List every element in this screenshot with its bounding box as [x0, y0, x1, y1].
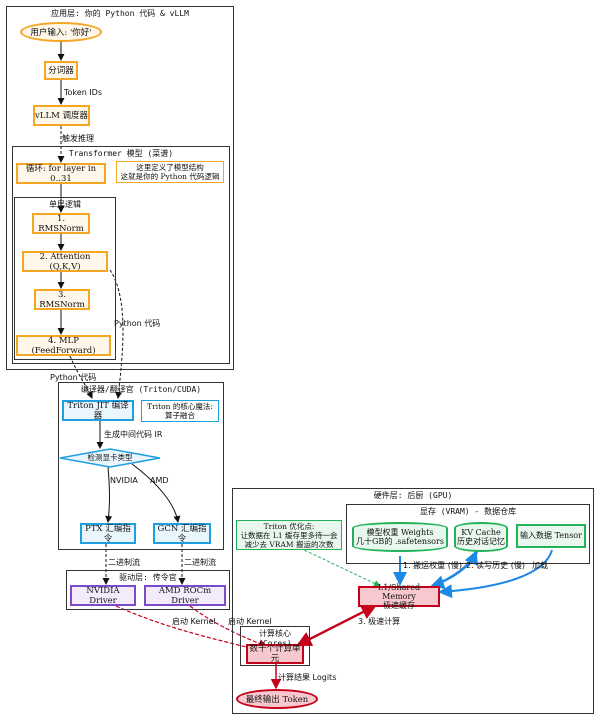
cluster-app-title: 应用层: 你的 Python 代码 & vLLM — [51, 9, 189, 18]
edge-label-move-weights: 1. 搬运权重 (慢) — [403, 561, 462, 570]
edge-label-rw-history: 2. 读写历史 (慢) — [466, 561, 525, 570]
triton-opt-note: Triton 优化点: 让数据在 L1 缓存里多待一会 减少去 VRAM 搬运的… — [236, 520, 342, 550]
edge-label-nvidia: NVIDIA — [110, 476, 138, 485]
rmsnorm1-label: 1. RMSNorm — [38, 213, 84, 234]
edge-detect-ptx — [105, 466, 113, 523]
cluster-hardware: 硬件层: 后厨 (GPU) — [232, 488, 594, 714]
gcn-label: GCN 汇编指令 — [157, 523, 207, 544]
triton-note-text: Triton 的核心魔法: 算子融合 — [147, 402, 213, 420]
edge-label-binary-2: 二进制流 — [184, 558, 216, 567]
output-label: 最终输出 Token — [245, 695, 309, 705]
edge-label-fast-compute: 3. 极速计算 — [358, 617, 401, 626]
compute-units-node: 数千个计算单元 — [246, 644, 304, 664]
detect-gpu-diamond — [59, 448, 161, 468]
cluster-cores-title: 计算核心 (Cores) — [258, 629, 292, 648]
input-tensor-label: 输入数据 Tensor — [520, 531, 582, 540]
triton-jit-label: Triton JIT 编译器 — [67, 400, 129, 421]
rmsnorm2-node: 3. RMSNorm — [34, 289, 90, 310]
compute-units-label: 数千个计算单元 — [249, 644, 301, 664]
output-node: 最终输出 Token — [236, 689, 318, 709]
rmsnorm2-label: 3. RMSNorm — [39, 289, 85, 310]
ptx-node: PTX 汇编指令 — [80, 523, 136, 544]
cluster-vram: 显存 (VRAM) - 数据仓库 — [346, 504, 590, 564]
edge-label-python-2: Python 代码 — [50, 373, 97, 382]
edge-detect-gcn — [131, 463, 181, 523]
cluster-app: 应用层: 你的 Python 代码 & vLLM — [6, 6, 234, 370]
triton-jit-node: Triton JIT 编译器 — [62, 400, 134, 421]
amd-driver-node: AMD ROCm Driver — [144, 585, 226, 606]
cluster-driver-title: 驱动层: 传令官 — [119, 573, 177, 582]
edge-amd-compute — [189, 605, 268, 648]
rmsnorm1-node: 1. RMSNorm — [32, 213, 90, 234]
tokenizer-label: 分词器 — [48, 65, 74, 76]
weights-label: 模型权重 Weights 几十GB的 .safetensors — [356, 528, 444, 546]
nvidia-driver-node: NVIDIA Driver — [70, 585, 136, 606]
l1-node: L1/Shared Memory 极速缓存 — [358, 583, 440, 610]
nvidia-driver-label: NVIDIA Driver — [86, 585, 120, 606]
user-input-node: 用户输入: '你好' — [20, 22, 102, 42]
scheduler-node: vLLM 调度器 — [33, 105, 90, 126]
cluster-hardware-title: 硬件层: 后厨 (GPU) — [373, 491, 453, 500]
kv-cache-label: KV Cache 历史对话记忆 — [457, 528, 505, 546]
weights-cylinder: 模型权重 Weights 几十GB的 .safetensors — [352, 522, 448, 552]
mlp-label: 4. MLP (FeedForward) — [31, 335, 96, 356]
attention-node: 2. Attention (Q,K,V) — [22, 251, 108, 272]
kv-cache-cylinder: KV Cache 历史对话记忆 — [454, 522, 508, 552]
attention-label: 2. Attention (Q,K,V) — [39, 251, 91, 272]
cluster-compiler: 编译器/翻译官 (Triton/CUDA) — [58, 382, 224, 550]
edge-label-amd: AMD — [150, 476, 169, 485]
edge-label-binary-1: 二进制流 — [108, 558, 140, 567]
edge-label-launch-2: 启动 Kernel — [228, 617, 272, 626]
edge-label-python-1: Python 代码 — [114, 319, 161, 328]
cluster-transformer: Transformer 模型 (菜谱) — [12, 146, 230, 364]
triton-note: Triton 的核心魔法: 算子融合 — [141, 400, 219, 422]
cluster-transformer-title: Transformer 模型 (菜谱) — [68, 149, 174, 158]
cluster-vram-title: 显存 (VRAM) - 数据仓库 — [419, 507, 517, 516]
triton-opt-note-text: Triton 优化点: 让数据在 L1 缓存里多待一会 减少去 VRAM 搬运的… — [240, 521, 338, 549]
loop-node: 循环: for layer in 0..31 — [16, 163, 106, 184]
edge-label-trigger: 触发推理 — [62, 134, 94, 143]
edge-kv-l1-back — [431, 550, 478, 587]
detect-gpu-label-box: 检测显卡类型 — [70, 452, 150, 464]
edge-label-token-ids: Token IDs — [64, 88, 102, 97]
cluster-cores: 计算核心 (Cores) — [240, 626, 310, 666]
edge-label-load: 加载 — [532, 561, 548, 570]
user-input-label: 用户输入: '你好' — [30, 28, 92, 38]
edge-compute-l1 — [297, 605, 377, 646]
loop-note: 这里定义了模型结构 这就是你的 Python 代码逻辑 — [116, 161, 224, 183]
edge-input-l1 — [438, 549, 553, 599]
ptx-label: PTX 汇编指令 — [85, 523, 131, 544]
input-tensor-node: 输入数据 Tensor — [516, 524, 586, 548]
edge-nvidia-compute — [115, 605, 260, 653]
edge-mlp-triton — [69, 355, 93, 399]
l1-label: L1/Shared Memory 极速缓存 — [377, 583, 421, 610]
detect-gpu-label: 检测显卡类型 — [87, 453, 133, 462]
mlp-node: 4. MLP (FeedForward) — [16, 335, 111, 356]
loop-note-text: 这里定义了模型结构 这就是你的 Python 代码逻辑 — [120, 163, 220, 181]
edge-label-launch-1: 启动 Kernel — [172, 617, 216, 626]
cluster-driver: 驱动层: 传令官 — [66, 570, 230, 610]
tokenizer-node: 分词器 — [44, 61, 78, 80]
loop-label: 循环: for layer in 0..31 — [25, 163, 97, 184]
amd-driver-label: AMD ROCm Driver — [158, 585, 212, 606]
cluster-single-layer-title: 单层逻辑 — [49, 200, 81, 209]
cluster-compiler-title: 编译器/翻译官 (Triton/CUDA) — [80, 385, 202, 394]
edge-label-generate-ir: 生成中间代码 IR — [104, 430, 163, 439]
gcn-node: GCN 汇编指令 — [153, 523, 211, 544]
scheduler-label: vLLM 调度器 — [35, 110, 88, 121]
cluster-single-layer: 单层逻辑 — [14, 197, 116, 360]
edge-label-logits: 计算结果 Logits — [278, 673, 337, 682]
